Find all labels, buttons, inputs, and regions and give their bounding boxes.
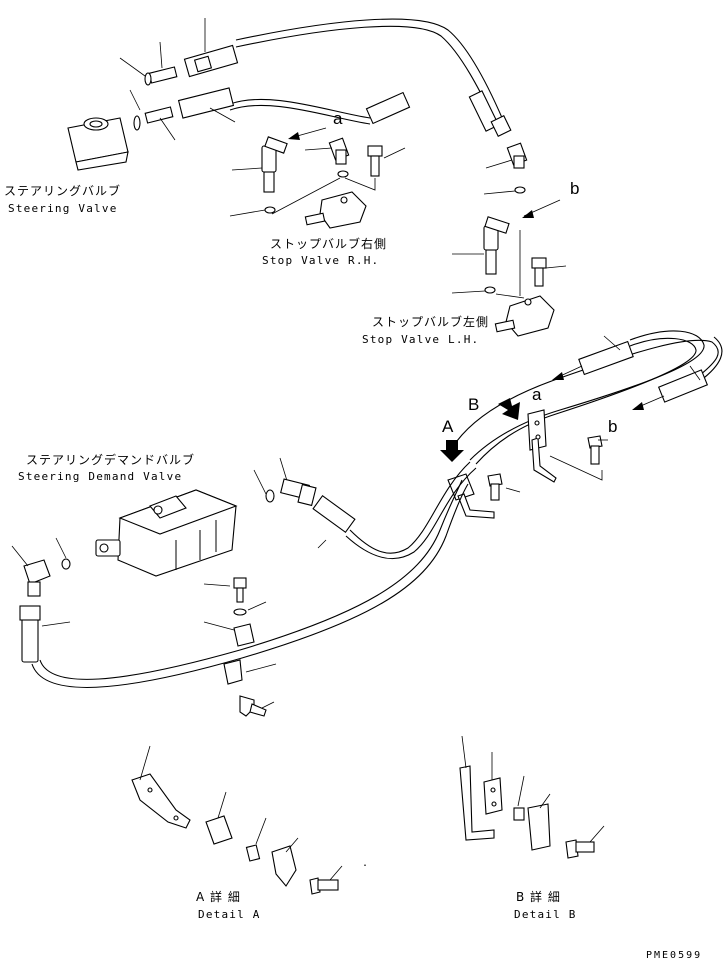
callout-a-lower: a (532, 385, 542, 404)
callout-a-upper: a (333, 109, 343, 128)
left-elbow (11, 537, 71, 597)
view-label-a: A (442, 417, 454, 436)
adapters (119, 18, 236, 141)
bracket-b (527, 409, 608, 483)
main-lower-hose (19, 461, 477, 689)
detail-a-parts: . (131, 745, 370, 895)
stop-valve-rh-label-en: Stop Valve R.H. (262, 254, 379, 267)
detail-a-label-jp: A 詳 細 (196, 889, 241, 904)
callout-b-lower: b (608, 417, 617, 436)
stop-valve-lh-label-en: Stop Valve L.H. (362, 333, 479, 346)
stop-valve-rh (229, 127, 406, 229)
right-hoses (451, 330, 723, 465)
view-arrows (440, 398, 520, 462)
stop-valve-lh (451, 142, 567, 337)
upper-long-hose (183, 18, 512, 137)
steering-demand-valve (95, 457, 289, 577)
clamp-assembly (203, 577, 277, 717)
detail-b-label-en: Detail B (514, 908, 577, 921)
steering-demand-valve-label-jp: ステアリングデマンドバルブ (26, 452, 195, 467)
callout-b-upper: b (570, 179, 579, 198)
stop-valve-lh-label-jp: ストップバルブ左側 (372, 314, 489, 329)
view-label-b: B (468, 395, 479, 414)
detail-a-label-en: Detail A (198, 908, 261, 921)
bracket-a (447, 473, 521, 519)
detail-b-label-jp: B 詳 細 (516, 889, 561, 904)
svg-text:.: . (362, 858, 370, 869)
steering-demand-valve-label-en: Steering Demand Valve (18, 470, 182, 483)
stop-valve-rh-label-jp: ストップバルブ右側 (270, 236, 387, 251)
steering-valve-label-jp: ステアリングバルブ (4, 183, 121, 198)
steering-valve-label-en: Steering Valve (8, 202, 118, 215)
detail-b-parts (459, 735, 605, 859)
steering-valve (67, 117, 129, 171)
demand-valve-elbow (265, 478, 317, 507)
middle-hose (177, 87, 411, 125)
drawing-code: PME0599 (646, 950, 702, 961)
